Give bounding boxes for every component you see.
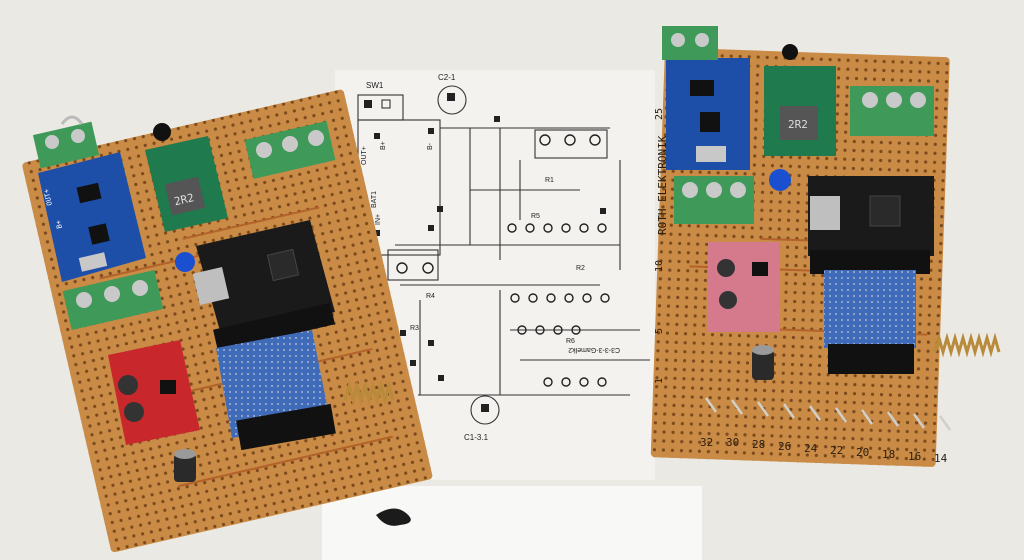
right-buck-module: 2R2 bbox=[764, 44, 836, 156]
schematic-pin-label: IN+ bbox=[375, 214, 382, 225]
column-label: 30 bbox=[726, 436, 739, 449]
right-spring-antenna bbox=[933, 332, 1001, 358]
right-radio-module bbox=[824, 270, 916, 374]
column-label: 14 bbox=[934, 452, 948, 465]
left-capacitor bbox=[174, 449, 196, 482]
column-label: 16 bbox=[908, 450, 921, 463]
column-label: 24 bbox=[804, 442, 818, 455]
schematic-pin-label: B- bbox=[427, 142, 434, 150]
right-board-column-labels: 32 30 28 26 24 22 20 18 16 14 bbox=[700, 436, 948, 465]
white-paper-bottom bbox=[322, 486, 702, 560]
right-board-bent-pins bbox=[704, 397, 952, 431]
left-spring-antenna bbox=[343, 380, 395, 406]
left-terminal-block-mid bbox=[62, 269, 164, 331]
left-radio-module bbox=[216, 330, 336, 451]
right-gps-module bbox=[708, 242, 780, 332]
schematic-pin-label: B+ bbox=[380, 141, 387, 150]
left-terminal-block-right bbox=[244, 121, 336, 179]
column-label: 22 bbox=[830, 444, 843, 457]
left-mcu-module bbox=[192, 220, 335, 352]
left-buck-module: 2R2 bbox=[145, 123, 228, 232]
right-row-label: 10 bbox=[654, 260, 665, 272]
schematic-switch-label: SW1 bbox=[366, 81, 384, 90]
right-row-label: 25 bbox=[654, 108, 665, 120]
schematic-resistor-label: R3 bbox=[410, 325, 419, 332]
ink-smudge bbox=[376, 508, 411, 526]
right-terminal-block-right bbox=[850, 86, 934, 136]
left-terminal-block-top bbox=[32, 115, 100, 169]
right-mcu-module bbox=[808, 176, 934, 274]
column-label: 20 bbox=[856, 446, 869, 459]
left-charger-silk-out: OUT+ bbox=[42, 188, 54, 206]
right-capacitor bbox=[752, 345, 774, 380]
right-board-brand: ROTH ELEKTRONIK bbox=[656, 135, 669, 235]
schematic-pin-label: OUT+ bbox=[361, 146, 368, 165]
column-label: 18 bbox=[882, 448, 895, 461]
right-terminal-block-left bbox=[674, 176, 754, 224]
schematic-resistor-label: R1 bbox=[545, 177, 554, 184]
schematic-cap-top-label: C2-1 bbox=[438, 73, 456, 82]
column-label: 26 bbox=[778, 440, 791, 453]
column-label: 32 bbox=[700, 436, 713, 449]
schematic-resistor-label: R6 bbox=[566, 338, 575, 345]
left-charger-module: OUT+ B+ bbox=[38, 152, 146, 282]
schematic-resistor-label: R4 bbox=[426, 293, 435, 300]
left-buck-inductor-label: 2R2 bbox=[173, 191, 195, 208]
left-blue-led bbox=[175, 252, 195, 272]
left-gps-module bbox=[108, 340, 200, 445]
right-charger-module bbox=[666, 58, 750, 170]
schematic-resistor-label: R2 bbox=[576, 265, 585, 272]
right-terminal-block-top bbox=[662, 26, 718, 60]
right-row-label: 1 bbox=[654, 378, 665, 384]
right-blue-led bbox=[769, 169, 791, 191]
schematic-battery-label: BAT1 bbox=[371, 191, 378, 208]
right-buck-inductor-label: 2R2 bbox=[788, 118, 808, 131]
schematic-cap-bottom-label: C1-3.1 bbox=[464, 433, 489, 442]
schematic-resistor-label: R5 bbox=[531, 213, 540, 220]
left-charger-silk-b: B+ bbox=[54, 219, 64, 229]
schematic-module-label: C3-3-3-Gamelk2 bbox=[568, 346, 620, 353]
right-row-label: 5 bbox=[654, 328, 665, 334]
column-label: 28 bbox=[752, 438, 765, 451]
